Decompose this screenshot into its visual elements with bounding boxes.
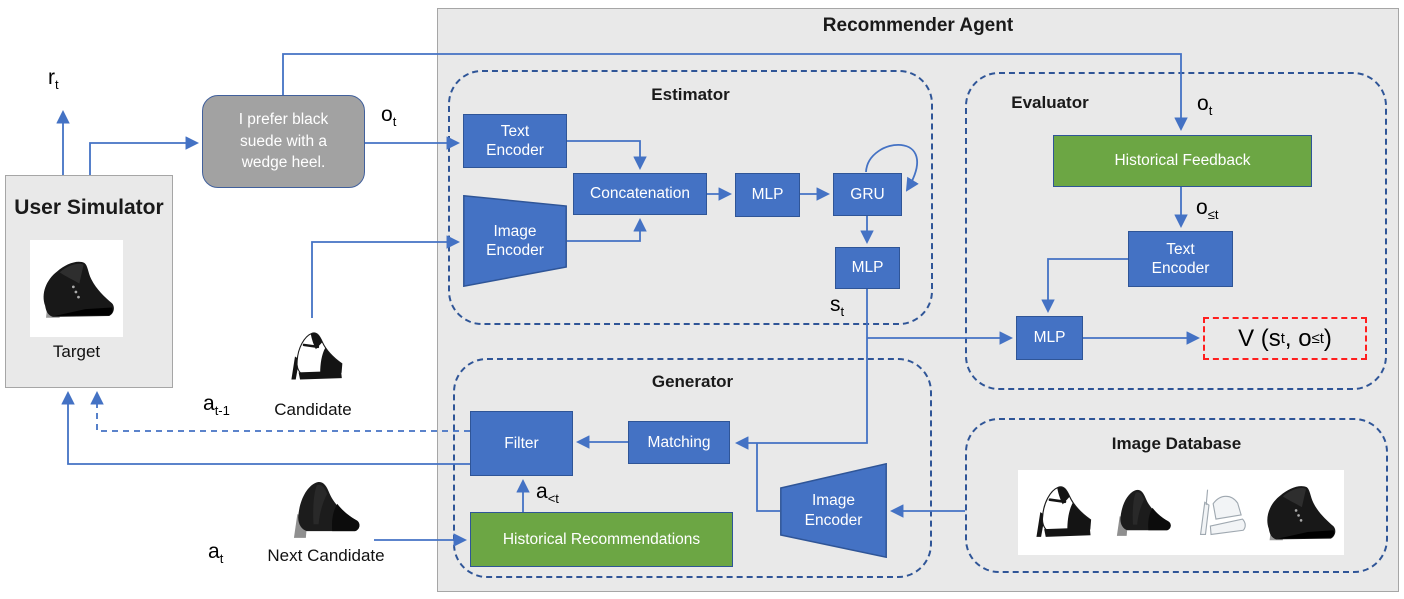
estimator-image-encoder-box: Image Encoder (463, 194, 567, 288)
label-at-sub: t (219, 551, 224, 567)
utterance-line-3: wedge heel. (241, 154, 326, 172)
db-shoe-3-image (1178, 470, 1254, 555)
label-ot-base: o (381, 103, 393, 126)
candidate-shoe-image (277, 320, 349, 393)
label-ot-evaluator: ot (1197, 92, 1212, 118)
user-simulator-title: User Simulator (14, 196, 164, 219)
evaluator-text-encoder-label: Text Encoder (1151, 240, 1210, 277)
evaluator-text-encoder-box: Text Encoder (1128, 231, 1233, 287)
estimator-title: Estimator (651, 85, 730, 104)
generator-title: Generator (651, 372, 734, 391)
label-alt-sub: <t (547, 491, 559, 507)
generator-module-box (453, 358, 932, 578)
estimator-mlp2-box: MLP (835, 247, 900, 289)
maryjane-shoe-icon (277, 320, 349, 393)
trapezoid-shape (780, 462, 887, 559)
historical-recommendations-box: Historical Recommendations (470, 512, 733, 567)
value-part: , o (1284, 324, 1312, 352)
target-caption: Target (52, 342, 101, 361)
generator-image-encoder-box: Image Encoder (780, 462, 887, 559)
label-ot-base: o (1197, 92, 1209, 115)
gru-box: GRU (833, 173, 902, 216)
label-at: at (208, 540, 223, 566)
pump-shoe-icon (1105, 473, 1175, 551)
label-ot-sub: t (392, 114, 397, 130)
db-shoe-4-image (1254, 470, 1344, 555)
label-rt: rt (48, 66, 59, 92)
utterance-line-2: suede with a (239, 132, 328, 150)
label-ot-bubble: ot (381, 103, 396, 129)
clear-shoe-icon (1181, 473, 1251, 551)
label-st-sub: t (840, 304, 845, 320)
candidate-caption: Candidate (274, 400, 352, 419)
db-shoe-1-image (1018, 470, 1102, 555)
pump-shoe-icon (278, 475, 366, 543)
value-sub-let: ≤t (1311, 330, 1324, 347)
value-part: V (s (1238, 324, 1281, 352)
label-rt-sub: t (55, 77, 59, 93)
historical-feedback-box: Historical Feedback (1053, 135, 1312, 187)
next-candidate-shoe-image (278, 475, 366, 543)
db-shoe-2-image (1102, 470, 1178, 555)
value-sub-t: t (1280, 330, 1285, 347)
value-part: ) (1323, 324, 1332, 352)
image-database-title: Image Database (1111, 434, 1242, 453)
utterance-line-1: I prefer black (238, 110, 329, 128)
user-utterance-bubble: I prefer black suede with a wedge heel. (202, 95, 365, 188)
estimator-text-encoder-box: Text Encoder (463, 114, 567, 168)
label-atm1-sub: t-1 (214, 403, 230, 419)
bootie-shoe-icon (34, 244, 120, 333)
label-atm1-base: a (203, 392, 215, 415)
label-at-minus1: at-1 (203, 392, 230, 418)
label-o-let: o≤t (1196, 196, 1218, 222)
label-st-base: s (830, 293, 841, 316)
label-olet-base: o (1196, 196, 1208, 219)
filter-box: Filter (470, 411, 573, 476)
estimator-image-encoder-label: Image Encoder (486, 222, 544, 259)
matching-box: Matching (628, 421, 730, 464)
concatenation-box: Concatenation (573, 173, 707, 215)
trapezoid-shape (463, 194, 567, 288)
label-st: st (830, 293, 844, 319)
label-ot-sub: t (1208, 103, 1213, 119)
evaluator-title: Evaluator (1011, 93, 1089, 112)
recommender-agent-title: Recommender Agent (822, 15, 1014, 36)
label-olet-sub: ≤t (1207, 207, 1219, 223)
evaluator-mlp-box: MLP (1016, 316, 1083, 360)
bootie-shoe-icon (1258, 473, 1341, 551)
target-shoe-image (30, 240, 123, 337)
image-database-module-box (965, 418, 1388, 573)
estimator-text-encoder-label: Text Encoder (486, 122, 544, 159)
maryjane-shoe-icon (1021, 473, 1098, 551)
label-a-lt: a<t (536, 480, 559, 506)
label-rt-base: r (48, 66, 55, 89)
label-at-base: a (208, 540, 220, 563)
generator-image-encoder-label: Image Encoder (804, 492, 863, 529)
next-candidate-caption: Next Candidate (267, 546, 385, 565)
label-alt-base: a (536, 480, 548, 503)
estimator-mlp1-box: MLP (735, 173, 800, 217)
